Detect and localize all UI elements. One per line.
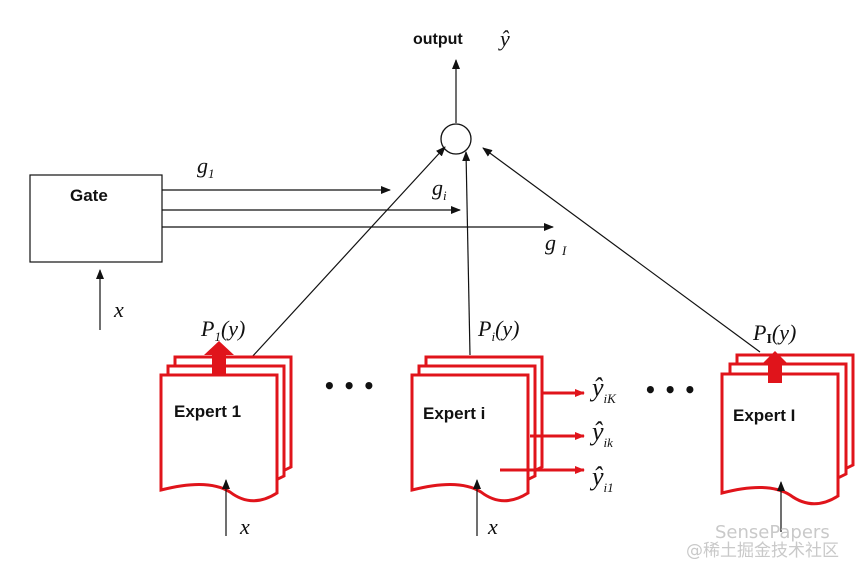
output-yhat-i1: ŷi1 [589,462,614,495]
experti-label: Expert i [423,404,485,423]
expertI-to-combiner-line [482,147,761,353]
watermark-text: SensePapers [715,522,830,543]
expert-i: Expert i x Pi(y) ŷiK ŷik ŷi1 [410,316,617,539]
expertI-label: Expert I [733,406,795,425]
expert-I: Expert I PI(y) [720,320,855,532]
gate-input-x: x [113,297,124,322]
gate-box [29,174,163,263]
expert1-label: Expert 1 [174,402,241,421]
output-yhat-iK: ŷiK [589,373,617,406]
expert1-red-arrow [204,341,234,375]
expert-1: Expert 1 x P1(y) [159,316,293,539]
output-yhat-ik: ŷik [589,417,613,450]
output-symbol: ŷ [498,26,510,51]
expertI-dist: PI(y) [752,320,796,347]
ellipsis-left: • • • [323,374,375,398]
expert1-to-combiner-line [239,146,446,371]
expert1-dist: P1(y) [200,316,245,344]
watermark-sub-text: @稀土掘金技术社区 [686,541,839,561]
expert1-page-front [159,373,279,503]
experti-input-x: x [487,514,498,539]
experti-to-combiner-line [462,151,471,356]
output-label: output [413,31,463,48]
experti-dist: Pi(y) [477,316,520,344]
weight-g1: g1 [197,153,215,181]
expertI-red-arrow [761,351,789,383]
ellipsis-right: • • • [644,378,696,402]
experti-page-front [410,373,530,503]
combiner-node [440,123,472,155]
expertI-page-front [720,372,840,506]
gate-label: Gate [70,186,108,205]
expert1-input-x: x [239,514,250,539]
weight-gi: gi [432,175,447,203]
